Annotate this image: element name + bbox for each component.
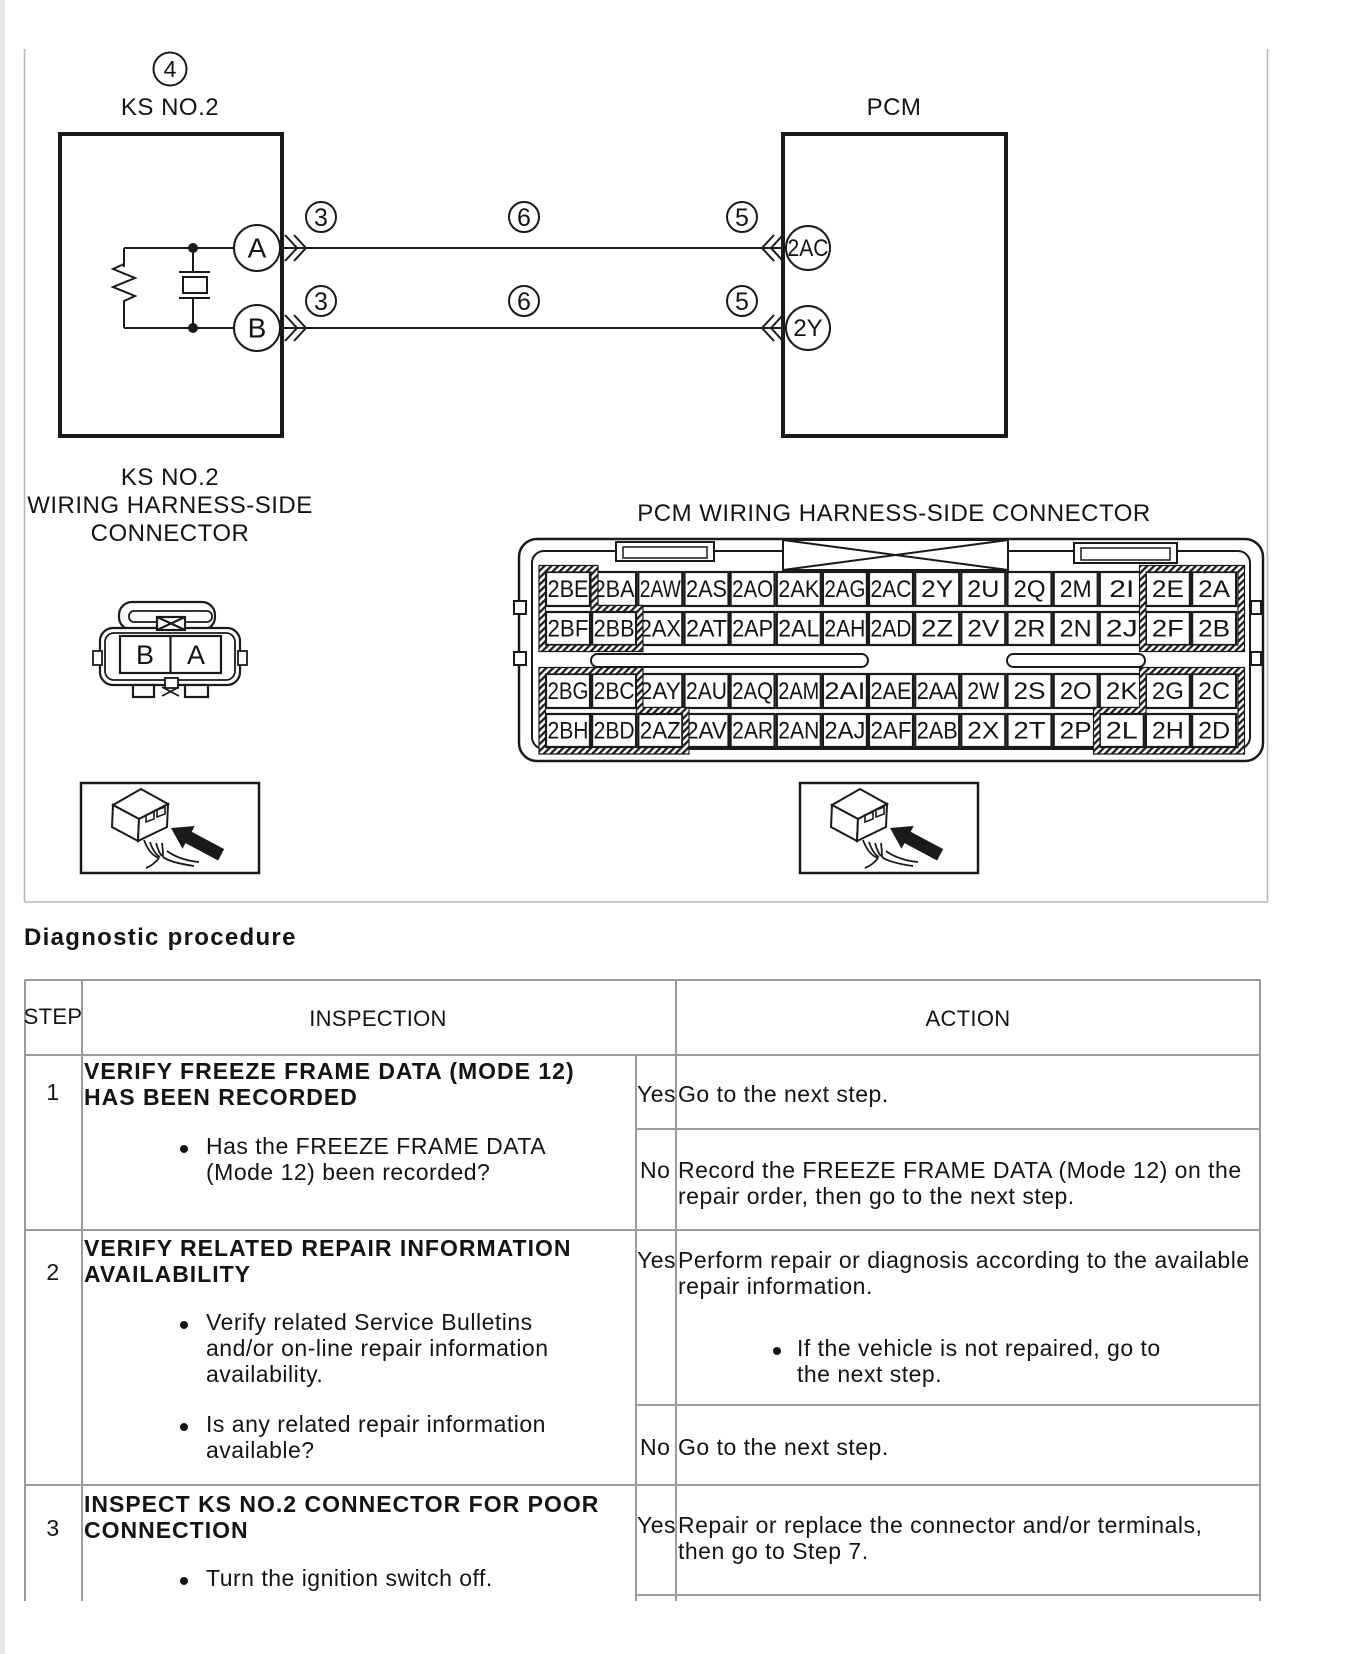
- svg-text:2N: 2N: [1060, 616, 1092, 643]
- svg-text:CONNECTOR: CONNECTOR: [91, 520, 250, 547]
- svg-text:2AM: 2AM: [778, 678, 819, 705]
- svg-text:2M: 2M: [1060, 576, 1092, 603]
- svg-text:2AY: 2AY: [640, 678, 681, 705]
- svg-text:2AC: 2AC: [788, 235, 829, 262]
- svg-text:2P: 2P: [1060, 718, 1092, 745]
- svg-text:2AW: 2AW: [640, 576, 682, 603]
- svg-text:2AK: 2AK: [778, 576, 820, 603]
- svg-text:2Q: 2Q: [1014, 576, 1046, 603]
- svg-text:A: A: [187, 640, 205, 670]
- svg-text:2K: 2K: [1106, 678, 1139, 705]
- svg-text:B: B: [136, 640, 154, 670]
- svg-text:2Z: 2Z: [921, 616, 953, 643]
- svg-text:2W: 2W: [967, 678, 1000, 705]
- svg-text:WIRING HARNESS-SIDE: WIRING HARNESS-SIDE: [27, 492, 313, 519]
- svg-text:2S: 2S: [1014, 678, 1046, 705]
- svg-text:2J: 2J: [1106, 616, 1138, 643]
- svg-text:2U: 2U: [967, 576, 999, 603]
- svg-text:2I: 2I: [1109, 576, 1134, 603]
- svg-text:6: 6: [517, 204, 531, 232]
- svg-text:2AN: 2AN: [778, 718, 819, 745]
- svg-text:2AF: 2AF: [871, 718, 912, 745]
- svg-text:2AV: 2AV: [686, 718, 728, 745]
- svg-text:6: 6: [517, 288, 531, 316]
- svg-text:2BH: 2BH: [548, 718, 589, 745]
- svg-text:2BD: 2BD: [594, 718, 635, 745]
- svg-text:PCM: PCM: [867, 94, 922, 121]
- svg-text:2BE: 2BE: [548, 576, 589, 603]
- svg-text:2B: 2B: [1198, 616, 1230, 643]
- svg-text:2AB: 2AB: [917, 718, 958, 745]
- svg-text:2AL: 2AL: [778, 616, 819, 643]
- svg-text:5: 5: [735, 288, 749, 316]
- svg-text:2AA: 2AA: [917, 678, 959, 705]
- svg-text:2AI: 2AI: [824, 678, 865, 705]
- svg-text:2L: 2L: [1106, 718, 1138, 745]
- svg-text:2R: 2R: [1014, 616, 1046, 643]
- svg-text:4: 4: [164, 56, 177, 82]
- svg-text:2A: 2A: [1198, 576, 1231, 603]
- svg-text:2G: 2G: [1152, 678, 1184, 705]
- svg-text:2AR: 2AR: [732, 718, 773, 745]
- svg-text:2O: 2O: [1060, 678, 1092, 705]
- svg-text:2Y: 2Y: [921, 576, 953, 603]
- svg-text:PCM WIRING HARNESS-SIDE CONNEC: PCM WIRING HARNESS-SIDE CONNECTOR: [637, 500, 1150, 527]
- svg-text:2AU: 2AU: [686, 678, 727, 705]
- svg-text:2AX: 2AX: [640, 616, 681, 643]
- svg-text:2BA: 2BA: [594, 576, 636, 603]
- svg-text:2AQ: 2AQ: [732, 678, 773, 705]
- svg-text:2BC: 2BC: [594, 678, 635, 705]
- svg-text:KS NO.2: KS NO.2: [121, 464, 219, 491]
- svg-text:2H: 2H: [1152, 718, 1184, 745]
- svg-text:2AT: 2AT: [686, 616, 727, 643]
- svg-text:2AP: 2AP: [732, 616, 773, 643]
- svg-text:3: 3: [314, 204, 328, 232]
- svg-text:2AD: 2AD: [871, 616, 912, 643]
- svg-text:2BB: 2BB: [594, 616, 635, 643]
- svg-text:A: A: [248, 233, 267, 264]
- svg-text:2F: 2F: [1152, 616, 1184, 643]
- svg-text:B: B: [248, 313, 267, 344]
- svg-text:2Y: 2Y: [793, 315, 822, 342]
- svg-text:2AZ: 2AZ: [640, 718, 681, 745]
- svg-text:5: 5: [735, 204, 749, 232]
- svg-text:2X: 2X: [967, 718, 999, 745]
- svg-text:2AH: 2AH: [824, 616, 865, 643]
- svg-text:2AG: 2AG: [824, 576, 865, 603]
- svg-text:2E: 2E: [1152, 576, 1184, 603]
- svg-text:2BF: 2BF: [548, 616, 589, 643]
- svg-text:2AE: 2AE: [871, 678, 912, 705]
- svg-text:KS NO.2: KS NO.2: [121, 94, 219, 121]
- svg-text:2V: 2V: [967, 616, 1000, 643]
- svg-text:2BG: 2BG: [548, 678, 589, 705]
- svg-text:2AO: 2AO: [732, 576, 773, 603]
- svg-text:2T: 2T: [1014, 718, 1046, 745]
- svg-text:2AC: 2AC: [871, 576, 912, 603]
- svg-text:2AJ: 2AJ: [824, 718, 865, 745]
- svg-text:3: 3: [314, 288, 328, 316]
- svg-text:2AS: 2AS: [686, 576, 727, 603]
- svg-text:2C: 2C: [1198, 678, 1230, 705]
- svg-text:2D: 2D: [1198, 718, 1230, 745]
